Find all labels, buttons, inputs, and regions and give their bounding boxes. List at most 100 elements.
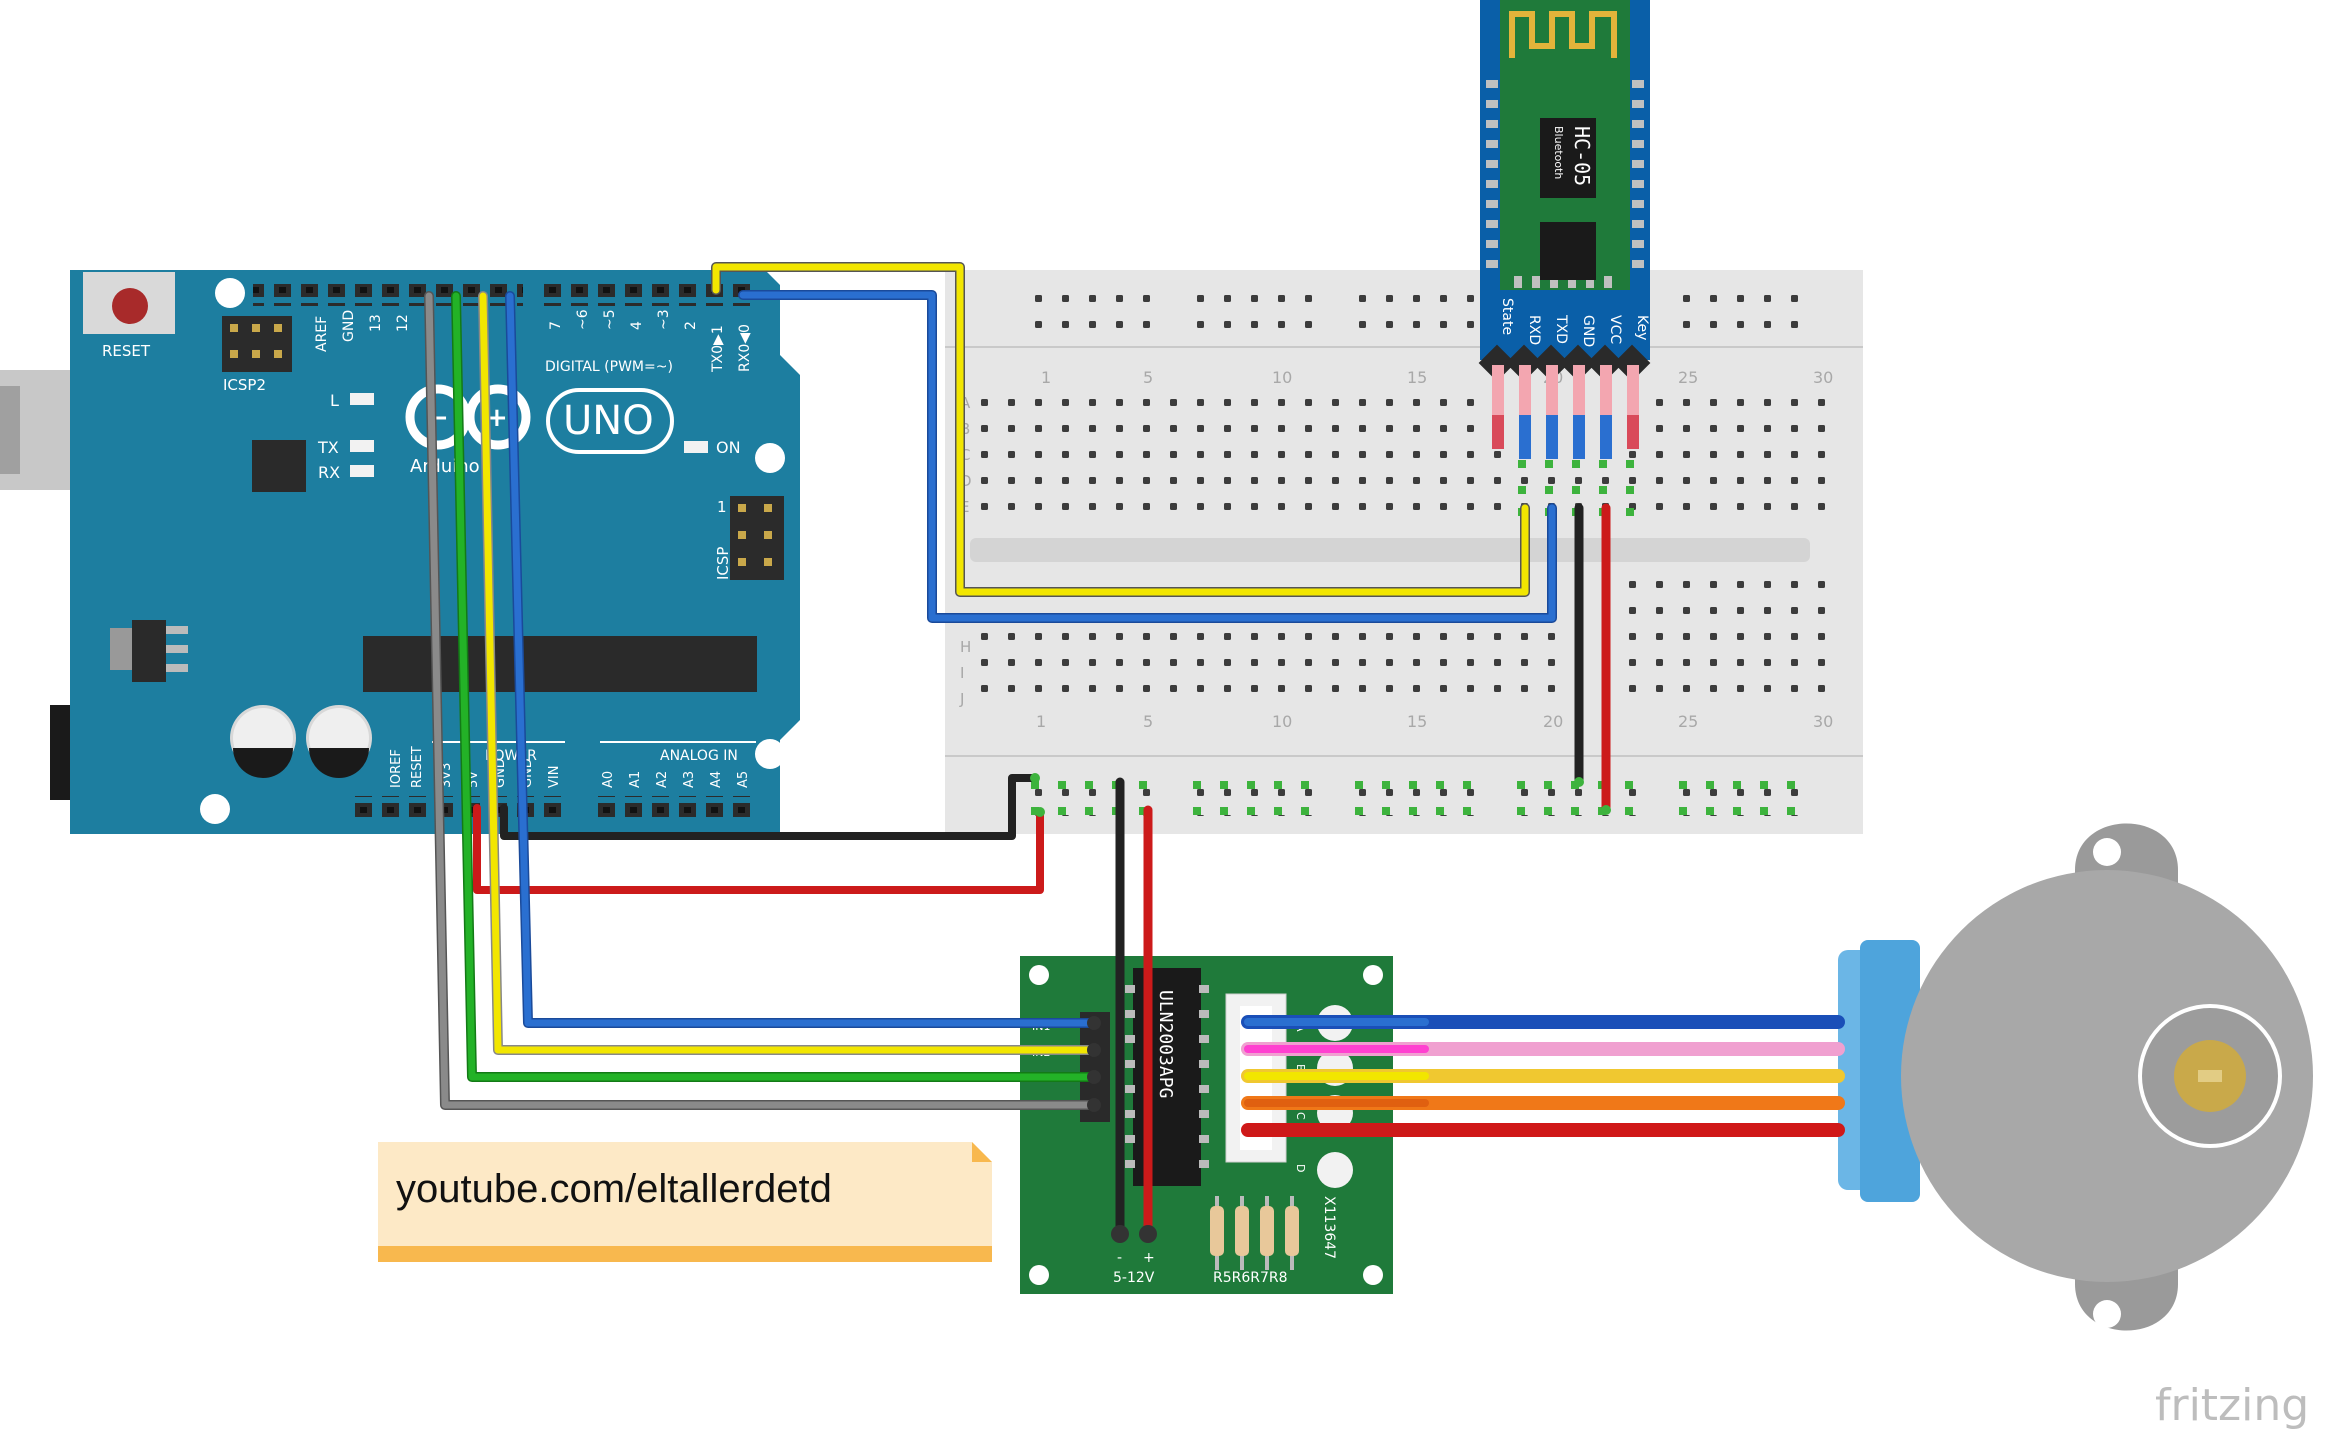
resistors xyxy=(1210,1196,1299,1270)
col-number: 25 xyxy=(1678,712,1698,731)
power-pin-label: + xyxy=(1143,1250,1155,1266)
pin-label: VIN xyxy=(547,766,562,788)
note-text: youtube.com/eltallerdetd xyxy=(396,1167,832,1211)
power-header xyxy=(350,796,566,818)
led-on xyxy=(684,441,708,453)
board-name: UNO xyxy=(563,398,654,444)
note-background xyxy=(378,1142,992,1262)
wire-gnd-black xyxy=(500,774,1039,840)
stepper-motor xyxy=(1838,823,2313,1331)
pin-label: A2 xyxy=(655,771,670,788)
hc05-sublabel: Bluetooth xyxy=(1552,126,1565,179)
pin-label: A5 xyxy=(736,771,751,788)
capacitor xyxy=(306,705,372,778)
hc05-label: HC-05 xyxy=(1570,126,1594,186)
pin-label: 12 xyxy=(395,314,411,332)
pin-label: A0 xyxy=(601,771,616,788)
led-label: L xyxy=(330,391,339,410)
col-number: 1 xyxy=(1036,712,1046,731)
digital-header-low xyxy=(540,284,756,306)
row-letter: H xyxy=(960,638,971,656)
pin-label: TX0▶1 xyxy=(710,325,726,373)
row-letter: B xyxy=(960,420,970,438)
voltage-regulator xyxy=(132,620,166,682)
resistors-label: R5R6R7R8 xyxy=(1213,1270,1288,1286)
led-label: TX xyxy=(317,438,339,457)
hc05-chip xyxy=(1540,118,1596,198)
wires xyxy=(424,262,1845,1239)
pin-label: ~3 xyxy=(656,309,672,330)
led-tx xyxy=(350,440,374,452)
atmega-chip xyxy=(363,636,757,692)
usb-chip xyxy=(252,440,306,492)
col-number: 15 xyxy=(1407,368,1427,387)
row-letter: A xyxy=(960,394,971,412)
reset-label: RESET xyxy=(102,342,151,360)
col-number: 20 xyxy=(1543,712,1563,731)
bt-pin-label: TXD xyxy=(1553,314,1569,344)
pin-label: RX0◀0 xyxy=(737,324,753,372)
bt-pin-label: RXD xyxy=(1526,315,1542,345)
pin-label: RESET xyxy=(410,746,425,788)
col-number: 30 xyxy=(1813,368,1833,387)
row-letter: I xyxy=(960,664,964,682)
bt-pin-label: VCC xyxy=(1607,315,1623,344)
row-letter: J xyxy=(959,690,964,708)
led-label: ON xyxy=(716,438,741,457)
arduino-uno: RESET ICSP2 AREF GND 13 12 7 ~6 ~5 4 ~3 … xyxy=(0,270,800,834)
col-number: 25 xyxy=(1678,368,1698,387)
center-channel xyxy=(970,538,1810,562)
brand-label: Arduino xyxy=(410,456,480,477)
led-d xyxy=(1317,1152,1353,1188)
capacitor xyxy=(230,705,296,778)
pin-label: IOREF xyxy=(389,749,404,788)
bt-pin-label: GND xyxy=(1580,315,1596,347)
bt-pin-label: State xyxy=(1499,298,1515,335)
row-letter: C xyxy=(960,446,970,464)
fritzing-watermark: fritzing xyxy=(2155,1380,2309,1431)
icsp-pin1: 1 xyxy=(717,498,727,516)
pin-label: 7 xyxy=(548,321,564,330)
part-code: X113647 xyxy=(1321,1196,1337,1259)
led-label: RX xyxy=(318,463,340,482)
col-number: 5 xyxy=(1143,368,1153,387)
bt-pin-headers xyxy=(1478,344,1651,459)
col-number: 1 xyxy=(1041,368,1051,387)
power-pin-label: - xyxy=(1117,1250,1122,1266)
antenna xyxy=(1509,11,1617,58)
icsp-label: ICSP xyxy=(714,547,732,580)
led-letter: C xyxy=(1294,1112,1307,1120)
motor-body xyxy=(1901,870,2313,1282)
col-number: 10 xyxy=(1272,712,1292,731)
hc05-module: HC-05 Bluetooth State RXD TXD GND VCC Ke… xyxy=(1478,0,1651,459)
led-letter: D xyxy=(1294,1164,1307,1172)
led-letter: B xyxy=(1294,1064,1307,1072)
pin-label: 4 xyxy=(629,321,645,330)
digital-label: DIGITAL (PWM=~) xyxy=(545,359,673,375)
col-number: 5 xyxy=(1143,712,1153,731)
pin-label: A1 xyxy=(628,771,643,788)
pin-label: ~6 xyxy=(575,309,591,330)
pin-label: GND xyxy=(341,310,357,342)
note: youtube.com/eltallerdetd xyxy=(378,1142,992,1262)
bt-pin-label: Key xyxy=(1634,315,1650,340)
hc05-flash xyxy=(1540,222,1596,280)
col-number: 10 xyxy=(1272,368,1292,387)
led-rx xyxy=(350,465,374,477)
analog-label: ANALOG IN xyxy=(660,748,738,764)
col-number: 15 xyxy=(1407,712,1427,731)
pin-label: A3 xyxy=(682,771,697,788)
analog-header xyxy=(594,796,756,818)
uln2003-label: ULN2003APG xyxy=(1155,990,1176,1098)
pin-label: AREF xyxy=(314,316,330,352)
row-letter: D xyxy=(960,472,972,490)
wire-endpoints xyxy=(1030,773,1611,1243)
pin-label: ~5 xyxy=(602,309,618,330)
power-label: 5-12V xyxy=(1113,1270,1155,1286)
led-l xyxy=(350,393,374,405)
svg-text:+: + xyxy=(486,403,508,433)
col-number: 30 xyxy=(1813,712,1833,731)
wire-5v-red xyxy=(473,804,1044,894)
pin-label: A4 xyxy=(709,771,724,788)
